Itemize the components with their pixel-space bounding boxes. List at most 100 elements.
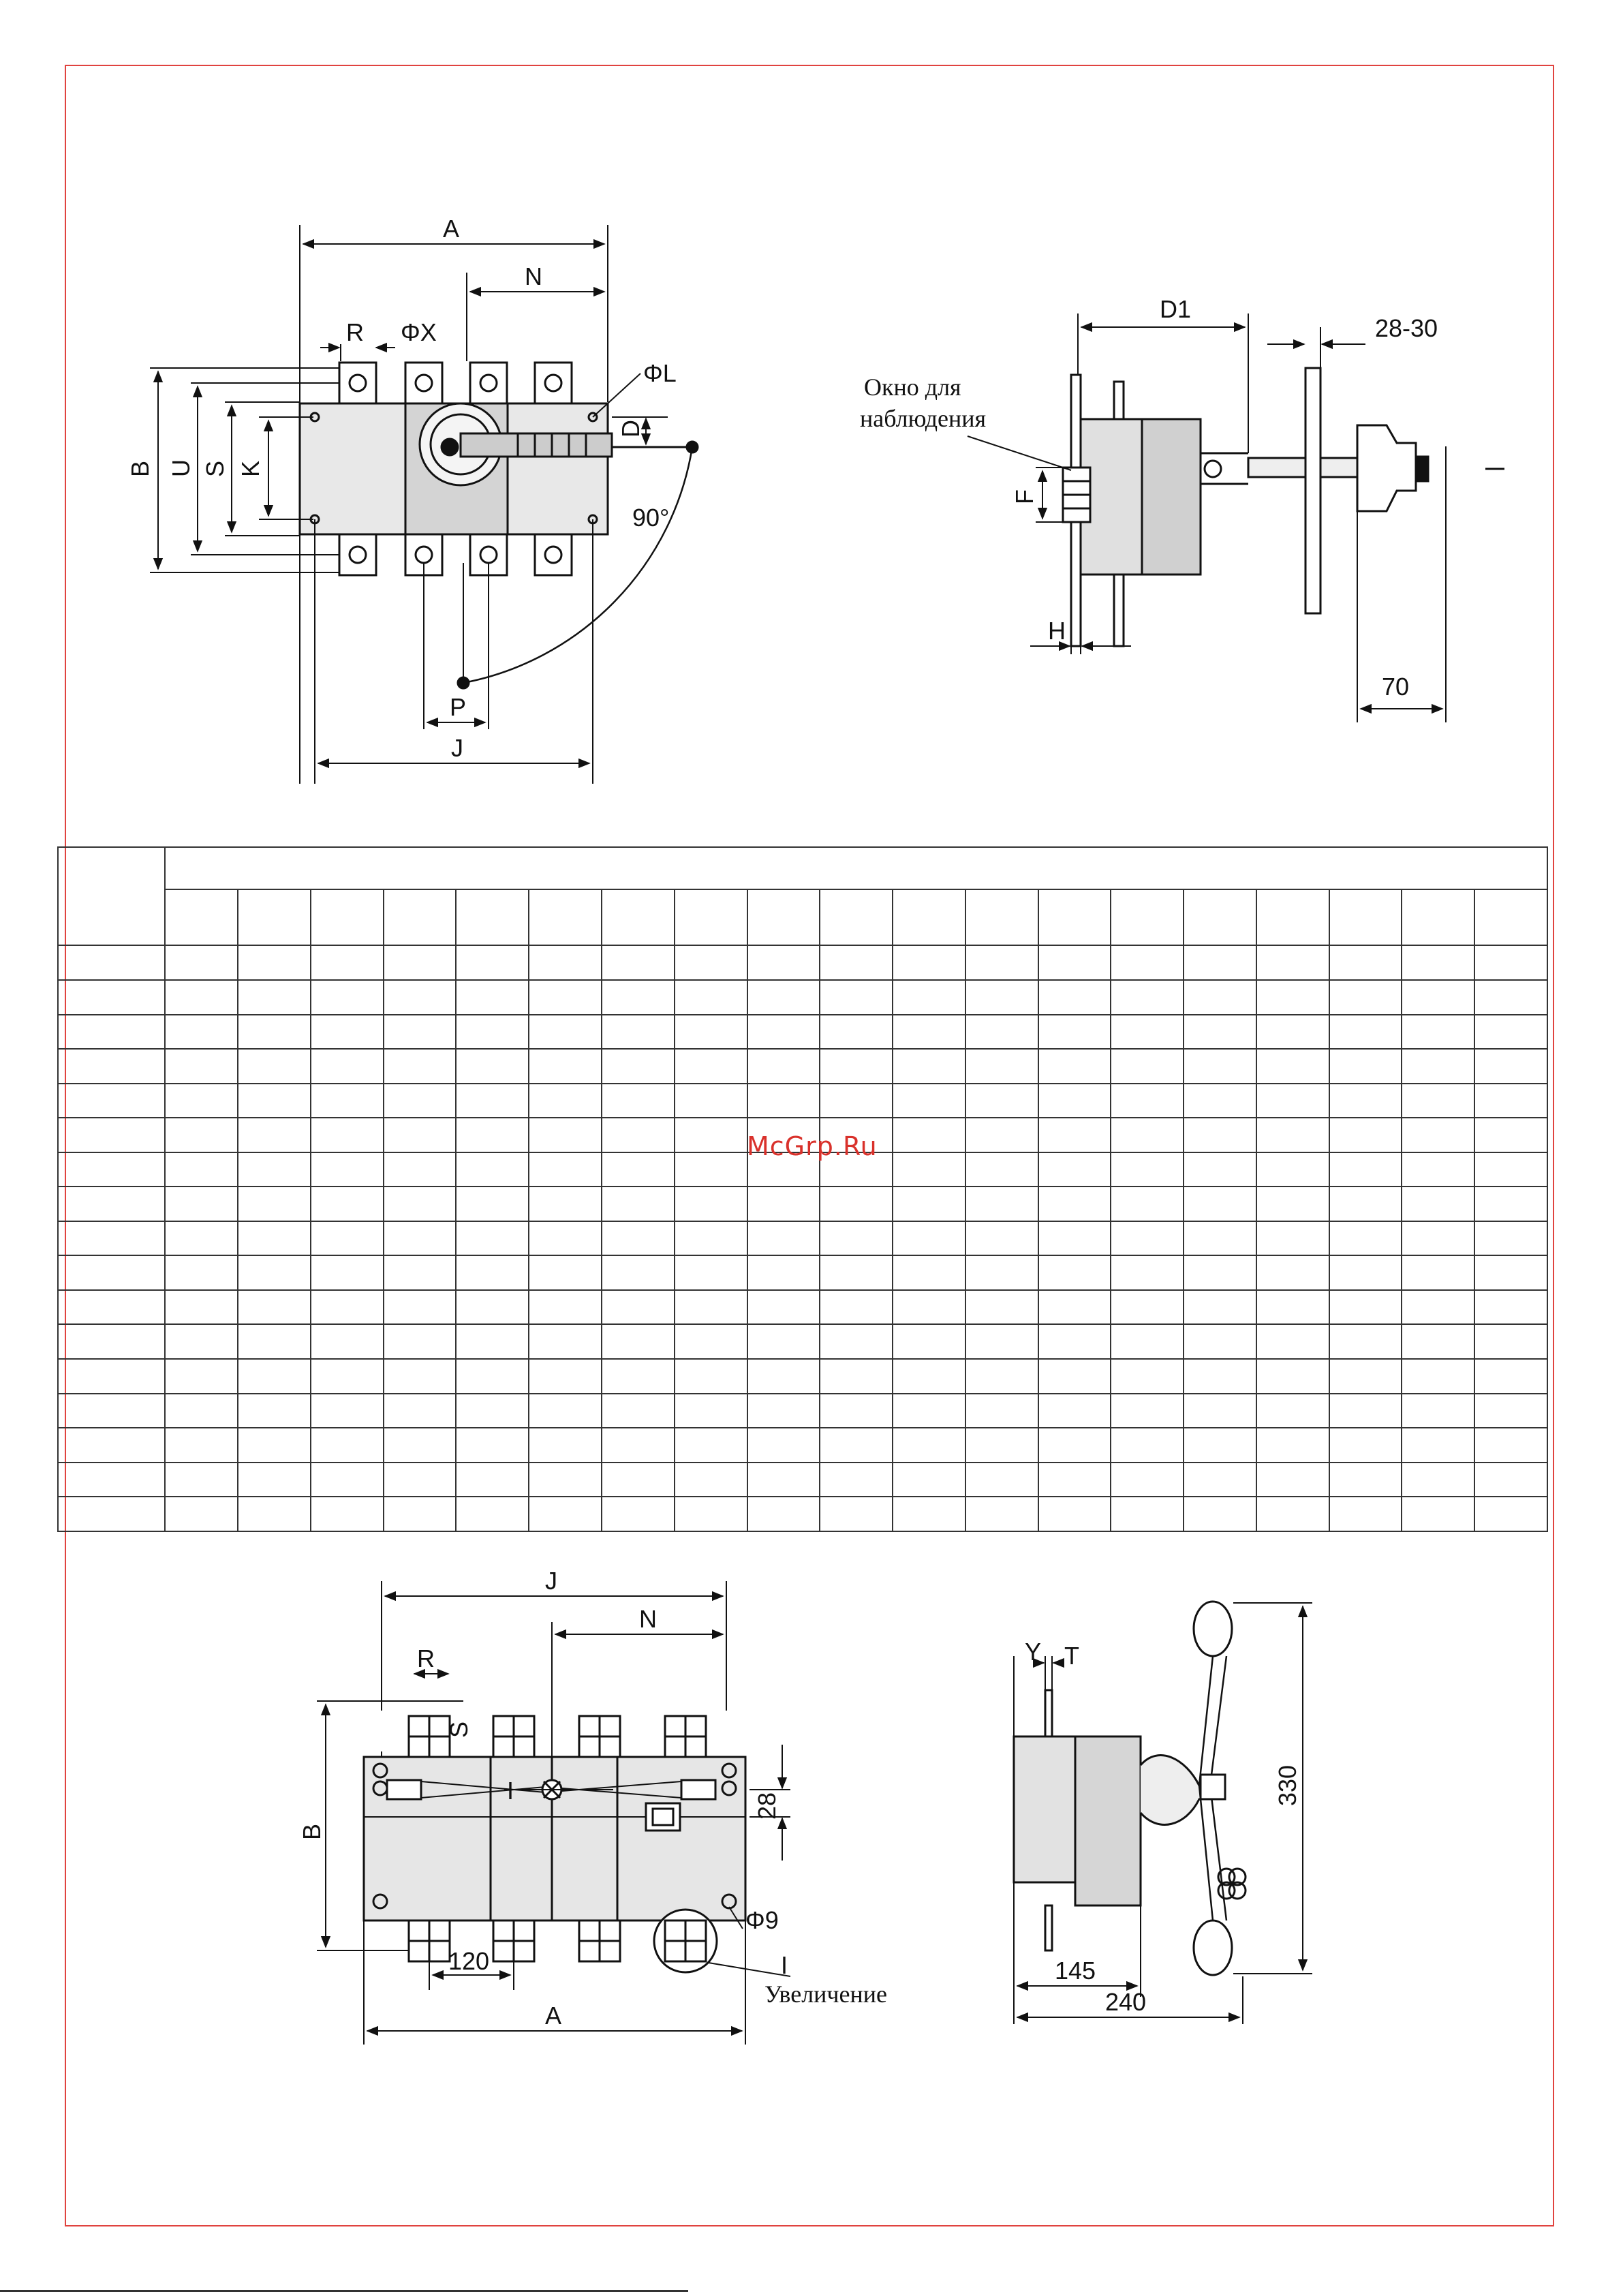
table-cell bbox=[819, 1358, 894, 1394]
dim-label-K: K bbox=[236, 461, 264, 477]
table-cell bbox=[1474, 1117, 1548, 1153]
table-header-cell bbox=[600, 888, 675, 947]
table-cell bbox=[1110, 1220, 1185, 1257]
switch-side-view-large bbox=[1013, 1600, 1312, 2024]
table-header-cell bbox=[746, 888, 821, 947]
bottom-left-labels: J N R S B 28 I 120 Φ9 I Увеличение A bbox=[298, 1567, 887, 2030]
table-cell bbox=[309, 1255, 384, 1291]
table-cell bbox=[455, 979, 530, 1015]
table-cell bbox=[57, 1461, 166, 1498]
table-cell bbox=[237, 945, 311, 981]
table-cell bbox=[309, 1117, 384, 1153]
table-cell bbox=[600, 1186, 675, 1222]
table-cell bbox=[1474, 1323, 1548, 1360]
table-cell bbox=[1328, 1117, 1403, 1153]
table-cell bbox=[164, 1289, 239, 1326]
table-cell bbox=[892, 1461, 966, 1498]
table-cell bbox=[819, 979, 894, 1015]
table-cell bbox=[1474, 1013, 1548, 1050]
table-cell bbox=[600, 1427, 675, 1463]
dimensions-grid bbox=[57, 846, 1548, 1532]
table-cell bbox=[1474, 1220, 1548, 1257]
table-row bbox=[57, 1186, 1548, 1222]
table-cell bbox=[164, 1082, 239, 1119]
table-cell bbox=[309, 1289, 384, 1326]
dim-label-D: D bbox=[617, 420, 645, 438]
table-cell bbox=[746, 1151, 821, 1188]
table-cell bbox=[673, 1358, 748, 1394]
table-cell bbox=[57, 1255, 166, 1291]
table-cell bbox=[1401, 1289, 1476, 1326]
table-cell bbox=[1255, 1461, 1330, 1498]
table-header-cell bbox=[1183, 888, 1257, 947]
table-cell bbox=[57, 1358, 166, 1394]
table-cell bbox=[746, 1323, 821, 1360]
table-cell bbox=[382, 1013, 457, 1050]
table-cell bbox=[1255, 1496, 1330, 1532]
table-cell bbox=[528, 1117, 602, 1153]
table-cell bbox=[528, 1255, 602, 1291]
table-cell bbox=[746, 1186, 821, 1222]
table-cell bbox=[964, 1427, 1039, 1463]
table-cell bbox=[1401, 1048, 1476, 1084]
table-cell bbox=[1183, 1117, 1257, 1153]
table-header-cell bbox=[1037, 888, 1112, 947]
table-cell bbox=[892, 1496, 966, 1532]
table-row bbox=[57, 1082, 1548, 1119]
table-row bbox=[57, 1220, 1548, 1257]
table-cell bbox=[964, 1323, 1039, 1360]
table-cell bbox=[1037, 945, 1112, 981]
table-cell bbox=[600, 1461, 675, 1498]
table-cell bbox=[1328, 1082, 1403, 1119]
table-cell bbox=[309, 1323, 384, 1360]
table-cell bbox=[1474, 1427, 1548, 1463]
table-cell bbox=[1255, 1358, 1330, 1394]
table-header-cell bbox=[673, 888, 748, 947]
table-cell bbox=[892, 945, 966, 981]
table-cell bbox=[1037, 1048, 1112, 1084]
table-cell bbox=[1474, 1289, 1548, 1326]
dimensions-table bbox=[57, 846, 1548, 1532]
table-cell bbox=[455, 1461, 530, 1498]
table-cell bbox=[964, 1358, 1039, 1394]
table-cell bbox=[819, 1323, 894, 1360]
table-cell bbox=[164, 1220, 239, 1257]
table-cell bbox=[382, 1427, 457, 1463]
top-right-labels: Окно для наблюдения D1 28-30 F H 70 bbox=[860, 295, 1438, 701]
table-cell bbox=[57, 1186, 166, 1222]
dim-label-240: 240 bbox=[1105, 1988, 1146, 2016]
table-cell bbox=[1474, 1392, 1548, 1429]
table-cell bbox=[1037, 1082, 1112, 1119]
table-cell bbox=[673, 1461, 748, 1498]
table-cell bbox=[455, 1255, 530, 1291]
table-cell bbox=[1401, 1082, 1476, 1119]
table-cell bbox=[237, 1151, 311, 1188]
table-cell bbox=[964, 1392, 1039, 1429]
table-cell bbox=[1037, 1186, 1112, 1222]
table-cell bbox=[1255, 945, 1330, 981]
table-cell bbox=[309, 1186, 384, 1222]
table-cell bbox=[819, 1013, 894, 1050]
table-cell bbox=[1110, 1082, 1185, 1119]
table-cell bbox=[1110, 1461, 1185, 1498]
table-cell bbox=[819, 1048, 894, 1084]
table-cell bbox=[237, 1048, 311, 1084]
table-header-cell bbox=[964, 888, 1039, 947]
table-cell bbox=[455, 1186, 530, 1222]
table-cell bbox=[1255, 979, 1330, 1015]
table-cell bbox=[528, 1048, 602, 1084]
table-cell bbox=[1183, 1186, 1257, 1222]
table-cell bbox=[673, 1427, 748, 1463]
table-cell bbox=[237, 1358, 311, 1394]
table-cell bbox=[1474, 1358, 1548, 1394]
table-cell bbox=[746, 1048, 821, 1084]
table-cell bbox=[1401, 1461, 1476, 1498]
table-cell bbox=[1328, 1255, 1403, 1291]
table-cell bbox=[1401, 979, 1476, 1015]
table-row bbox=[57, 1323, 1548, 1360]
table-cell bbox=[819, 945, 894, 981]
table-row bbox=[57, 1013, 1548, 1050]
window-label-line2: наблюдения bbox=[860, 405, 986, 432]
table-cell bbox=[1328, 1186, 1403, 1222]
table-cell bbox=[309, 1082, 384, 1119]
